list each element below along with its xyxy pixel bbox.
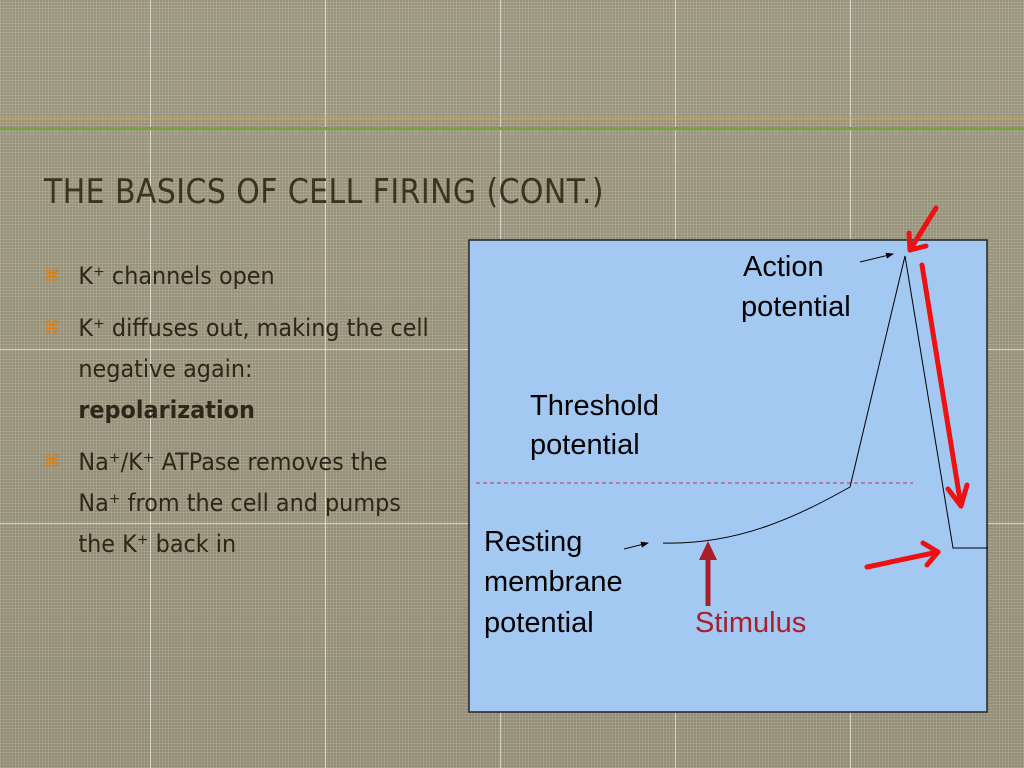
bullet-text: K⁺ diffuses out, making the cell negativ…	[78, 314, 429, 383]
highlight-arrow	[919, 262, 970, 509]
bullet-list: ⌘ K⁺ channels open ⌘ K⁺ diffuses out, ma…	[44, 256, 464, 576]
stimulus-arrowhead-icon	[699, 541, 717, 560]
action-potential-label: potential	[741, 291, 851, 323]
grid-line	[325, 0, 326, 768]
threshold-potential-label: potential	[530, 429, 640, 461]
resting-potential-label: potential	[484, 607, 594, 639]
grid-line	[150, 0, 151, 768]
bullet-emphasis: repolarization	[78, 396, 255, 424]
threshold-potential-label: Threshold	[530, 390, 659, 422]
bullet-text: K⁺ channels open	[78, 262, 275, 290]
bullet-marker-icon: ⌘	[44, 318, 60, 338]
bullet-item: ⌘ K⁺ diffuses out, making the cell negat…	[44, 308, 435, 431]
accent-rule	[0, 127, 1024, 130]
highlight-arrow	[906, 205, 939, 253]
highlight-arrow	[864, 540, 941, 570]
bullet-item: ⌘ K⁺ channels open	[44, 256, 435, 297]
action-potential-label: Action	[743, 251, 824, 283]
membrane-potential-trace	[662, 255, 988, 549]
bullet-item: ⌘ Na⁺/K⁺ ATPase removes the Na⁺ from the…	[44, 442, 435, 565]
bullet-marker-icon: ⌘	[44, 452, 60, 472]
action-pointer-arrow	[859, 252, 894, 263]
resting-potential-label: Resting	[484, 526, 582, 558]
diagram-panel	[468, 239, 988, 713]
bullet-marker-icon: ⌘	[44, 266, 60, 286]
stimulus-label: Stimulus	[695, 607, 806, 639]
bullet-text: Na⁺/K⁺ ATPase removes the Na⁺ from the c…	[78, 448, 401, 558]
resting-potential-label: membrane	[484, 566, 623, 598]
accent-rule	[0, 118, 1024, 119]
page-title: THE BASICS OF CELL FIRING (CONT.)	[44, 172, 604, 212]
resting-pointer-arrow	[623, 541, 649, 550]
